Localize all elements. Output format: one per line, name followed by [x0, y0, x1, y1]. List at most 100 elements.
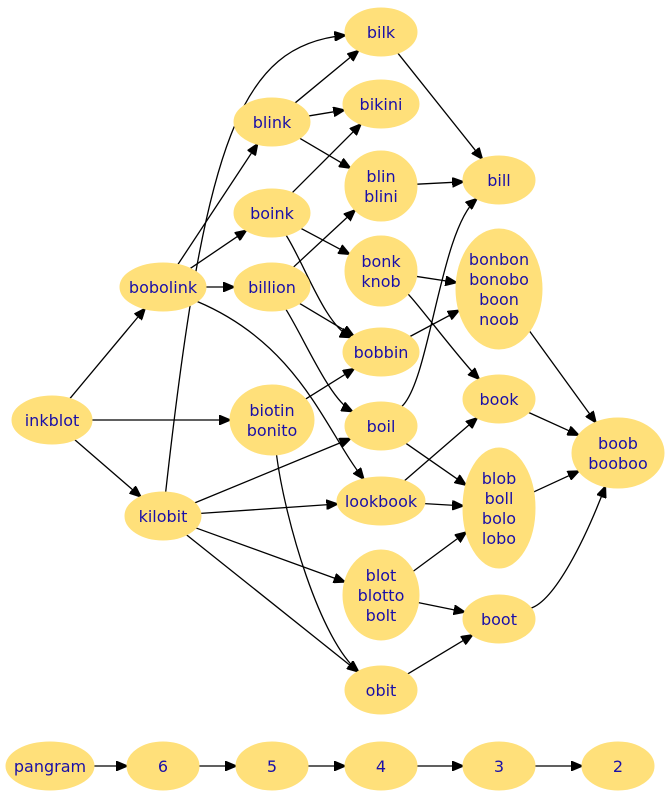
node-label: lookbook: [345, 492, 418, 511]
node-label: biotin: [249, 401, 294, 420]
node-ellipse: [462, 594, 536, 644]
edge-blot-to-blob: [412, 532, 466, 572]
node-label: boob: [598, 434, 638, 453]
edge-bonk-to-book: [407, 293, 479, 379]
node-label: noob: [479, 310, 519, 329]
edge-blot-to-boot: [418, 601, 464, 612]
node-obit: obit: [344, 665, 418, 715]
node-label: blotto: [358, 586, 405, 605]
node-label: pangram: [14, 757, 86, 776]
node-ellipse: [462, 155, 536, 205]
node-label: blini: [364, 187, 398, 206]
edge-billion-to-blin: [292, 210, 355, 268]
node-label: bonito: [247, 421, 298, 440]
edge-obit-to-boot: [407, 635, 473, 675]
edge-blink-to-blin: [299, 137, 350, 168]
node-label: 3: [494, 757, 504, 776]
node-label: bilk: [367, 23, 396, 42]
edge-billion-to-bobbin: [299, 302, 354, 335]
node-label: bill: [487, 171, 511, 190]
node-label: billion: [248, 278, 296, 297]
node-ellipse: [462, 447, 536, 569]
node-ellipse: [233, 97, 311, 147]
node-ellipse: [235, 741, 309, 791]
node-ellipse: [344, 7, 418, 57]
edge-book-to-boob: [528, 411, 579, 436]
node-ellipse: [229, 384, 315, 456]
node-boot: boot: [462, 594, 536, 644]
node-label: blot: [366, 566, 397, 585]
edge-blink-to-bilk: [294, 51, 358, 104]
edge-bobolink-to-blink: [177, 144, 257, 265]
edge-blob-to-boob: [533, 471, 579, 493]
node-label: knob: [361, 272, 400, 291]
node-label: boink: [250, 204, 295, 223]
edge-kilobit-to-lookbook: [200, 504, 338, 515]
node-label: inkblot: [25, 411, 80, 430]
node-label: book: [480, 390, 520, 409]
node-boil: boil: [344, 401, 418, 451]
node-label: bolt: [366, 606, 397, 625]
node-label: bolo: [482, 509, 516, 528]
edge-bobbin-to-bonbon: [409, 310, 459, 338]
node-label: blob: [482, 469, 517, 488]
node-label: bobbin: [354, 343, 409, 362]
node-bobolink: bobolink: [119, 262, 207, 312]
node-bill: bill: [462, 155, 536, 205]
node-ellipse: [233, 188, 311, 238]
node-n3: 3: [462, 741, 536, 791]
node-n4: 4: [344, 741, 418, 791]
edge-bilk-to-bill: [397, 52, 482, 159]
node-ellipse: [119, 262, 207, 312]
edge-boink-to-bikini: [291, 124, 360, 194]
node-ellipse: [233, 262, 311, 312]
edges-layer: [69, 35, 605, 766]
edge-kilobit-to-blot: [195, 527, 345, 582]
node-ellipse: [342, 549, 420, 641]
node-label: booboo: [588, 454, 647, 473]
node-ellipse: [5, 741, 95, 791]
node-label: blin: [366, 167, 395, 186]
edge-blink-to-bikini: [308, 110, 344, 116]
node-label: bikini: [360, 95, 403, 114]
node-ellipse: [581, 741, 655, 791]
edge-boil-to-bill: [401, 199, 477, 407]
node-label: lobo: [482, 529, 516, 548]
node-ellipse: [462, 374, 536, 424]
edge-blin-to-bill: [416, 182, 463, 184]
node-n5: 5: [235, 741, 309, 791]
node-ellipse: [462, 741, 536, 791]
node-label: obit: [366, 681, 397, 700]
node-label: boll: [485, 489, 514, 508]
edge-kilobit-to-obit: [186, 534, 358, 672]
node-label: 4: [376, 757, 386, 776]
node-ellipse: [336, 476, 426, 526]
node-bikini: bikini: [342, 79, 420, 129]
edge-lookbook-to-blob: [424, 504, 463, 506]
node-kilobit: kilobit: [124, 491, 202, 541]
edge-bonbon-to-boob: [529, 330, 596, 422]
node-ellipse: [455, 228, 543, 350]
node-ellipse: [124, 491, 202, 541]
node-ellipse: [344, 235, 418, 307]
node-inkblot: inkblot: [11, 395, 93, 445]
node-bilk: bilk: [344, 7, 418, 57]
node-boink: boink: [233, 188, 311, 238]
edge-bobolink-to-boink: [189, 231, 246, 269]
node-book: book: [462, 374, 536, 424]
node-bobbin: bobbin: [342, 327, 420, 377]
node-blink: blink: [233, 97, 311, 147]
edge-boink-to-bonk: [300, 227, 349, 254]
node-billion: billion: [233, 262, 311, 312]
edge-boil-to-blob: [405, 442, 466, 485]
node-label: bonobo: [469, 270, 529, 289]
edge-inkblot-to-bobolink: [69, 309, 145, 399]
edge-lookbook-to-book: [404, 418, 477, 482]
